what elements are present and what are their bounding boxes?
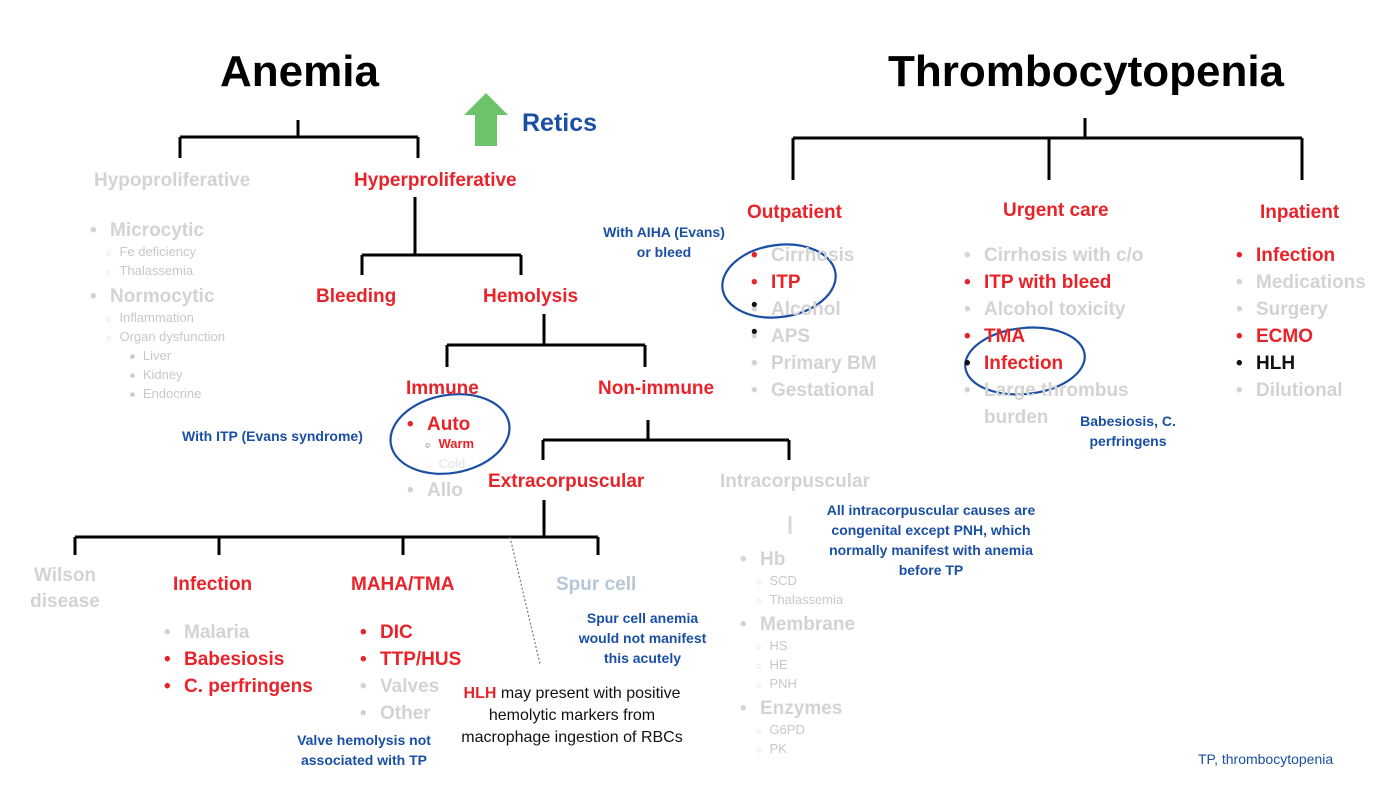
list-item: Medications: [1236, 269, 1366, 296]
immune-label: Immune: [406, 378, 479, 399]
list-item: Primary BM: [751, 350, 877, 377]
normocytic-item: Normocytic: [90, 283, 215, 310]
list-item: Dilutional: [1236, 377, 1366, 404]
list-item: TMA: [964, 323, 1164, 350]
hlh-note: HLH may present with positive hemolytic …: [461, 685, 683, 746]
list-item: DIC: [360, 619, 461, 646]
hypoproliferative-label: Hypoproliferative: [94, 170, 251, 191]
list-item: Malaria: [164, 619, 313, 646]
hb-sub: Thalassemia: [756, 592, 843, 607]
anemia-title: Anemia: [220, 47, 379, 96]
maha-list: DIC TTP/HUS Valves Other: [360, 619, 461, 727]
footnote: TP, thrombocytopenia: [1198, 751, 1334, 767]
list-item: Surgery: [1236, 296, 1366, 323]
list-item: Babesiosis: [164, 646, 313, 673]
list-item: Alcohol toxicity: [964, 296, 1164, 323]
intracorpuscular-note: All intracorpuscular causes are congenit…: [826, 502, 1036, 578]
inpatient-label: Inpatient: [1260, 202, 1340, 223]
infection-label: Infection: [173, 574, 253, 595]
membrane-sub: PNH: [756, 676, 796, 691]
list-item: Cirrhosis: [751, 242, 877, 269]
normocytic-sub: Inflammation: [106, 310, 193, 325]
wilson-label: Wilson disease: [30, 565, 100, 612]
auto-circle: [389, 393, 511, 475]
membrane-list: Membrane: [740, 611, 855, 638]
microcytic-sub: Thalassemia: [106, 263, 193, 278]
auto-item: Auto: [407, 411, 470, 438]
babesiosis-note: Babesiosis, C. perfringens: [1080, 413, 1176, 449]
retics-label: Retics: [522, 109, 598, 137]
maha-label: MAHA/TMA: [351, 574, 455, 595]
list-item: Infection: [964, 350, 1164, 377]
outpatient-label: Outpatient: [747, 202, 842, 223]
membrane-sub: HS: [756, 638, 787, 653]
list-item: Cirrhosis with c/o: [964, 242, 1164, 269]
enzymes-item: Enzymes: [740, 695, 842, 722]
urgent-list: Cirrhosis with c/o ITP with bleed Alcoho…: [964, 242, 1164, 431]
outpatient-list: Cirrhosis ITP Alcohol APS Primary BM Ges…: [751, 242, 877, 404]
microcytic-sub: Fe deficiency: [106, 244, 196, 259]
list-item: APS: [751, 323, 877, 350]
normocytic-list: Normocytic: [90, 283, 215, 310]
urgent-label: Urgent care: [1003, 200, 1109, 221]
hemolysis-label: Hemolysis: [483, 286, 579, 307]
non-immune-label: Non-immune: [598, 378, 715, 399]
infection-list: Malaria Babesiosis C. perfringens: [164, 619, 313, 700]
enzymes-list: Enzymes: [740, 695, 842, 722]
bullet-dot: •: [751, 322, 758, 343]
arrow-up-icon: [464, 93, 508, 146]
thrombocytopenia-title: Thrombocytopenia: [888, 47, 1285, 96]
list-item: Other: [360, 700, 461, 727]
list-item: TTP/HUS: [360, 646, 461, 673]
allo-item: Allo: [407, 477, 463, 504]
list-item: Valves: [360, 673, 461, 700]
bleeding-label: Bleeding: [316, 286, 397, 307]
membrane-sub: HE: [756, 657, 787, 672]
enzymes-sub: G6PD: [756, 722, 804, 737]
organ-sub: Kidney: [130, 367, 183, 382]
bullet-dot: •: [751, 295, 758, 316]
spur-label: Spur cell: [556, 574, 637, 595]
spur-note: Spur cell anemia would not manifest this…: [578, 610, 707, 666]
warm-item: ○Warm: [425, 436, 475, 451]
hb-sub: SCD: [756, 573, 796, 588]
auto-list: Auto: [407, 411, 470, 438]
microcytic-list: Microcytic: [90, 217, 204, 244]
inpatient-list: Infection Medications Surgery ECMO HLH D…: [1236, 242, 1366, 404]
allo-list: Allo: [407, 477, 463, 504]
cold-item: ○Cold: [425, 456, 466, 471]
organ-sub: Endocrine: [130, 386, 202, 401]
list-item: ITP with bleed: [964, 269, 1164, 296]
list-item: HLH: [1236, 350, 1366, 377]
organ-sub: Liver: [130, 348, 171, 363]
list-item: C. perfringens: [164, 673, 313, 700]
membrane-item: Membrane: [740, 611, 855, 638]
normocytic-sub: Organ dysfunction: [106, 329, 225, 344]
list-item: ITP: [751, 269, 877, 296]
hyperproliferative-label: Hyperproliferative: [354, 170, 517, 191]
list-item: Alcohol: [751, 296, 877, 323]
list-item: Large thrombus burden: [964, 377, 1164, 431]
hb-list: Hb: [740, 546, 785, 573]
evans-note: With ITP (Evans syndrome): [182, 428, 363, 444]
intracorpuscular-label: Intracorpuscular: [720, 471, 870, 492]
microcytic-item: Microcytic: [90, 217, 204, 244]
list-item: Infection: [1236, 242, 1366, 269]
hb-item: Hb: [740, 546, 785, 573]
valve-note: Valve hemolysis not associated with TP: [297, 732, 431, 768]
list-item: Gestational: [751, 377, 877, 404]
enzymes-sub: PK: [756, 741, 786, 756]
aiha-note: With AIHA (Evans) or bleed: [603, 224, 725, 260]
list-item: ECMO: [1236, 323, 1366, 350]
extracorpuscular-label: Extracorpuscular: [488, 471, 645, 492]
